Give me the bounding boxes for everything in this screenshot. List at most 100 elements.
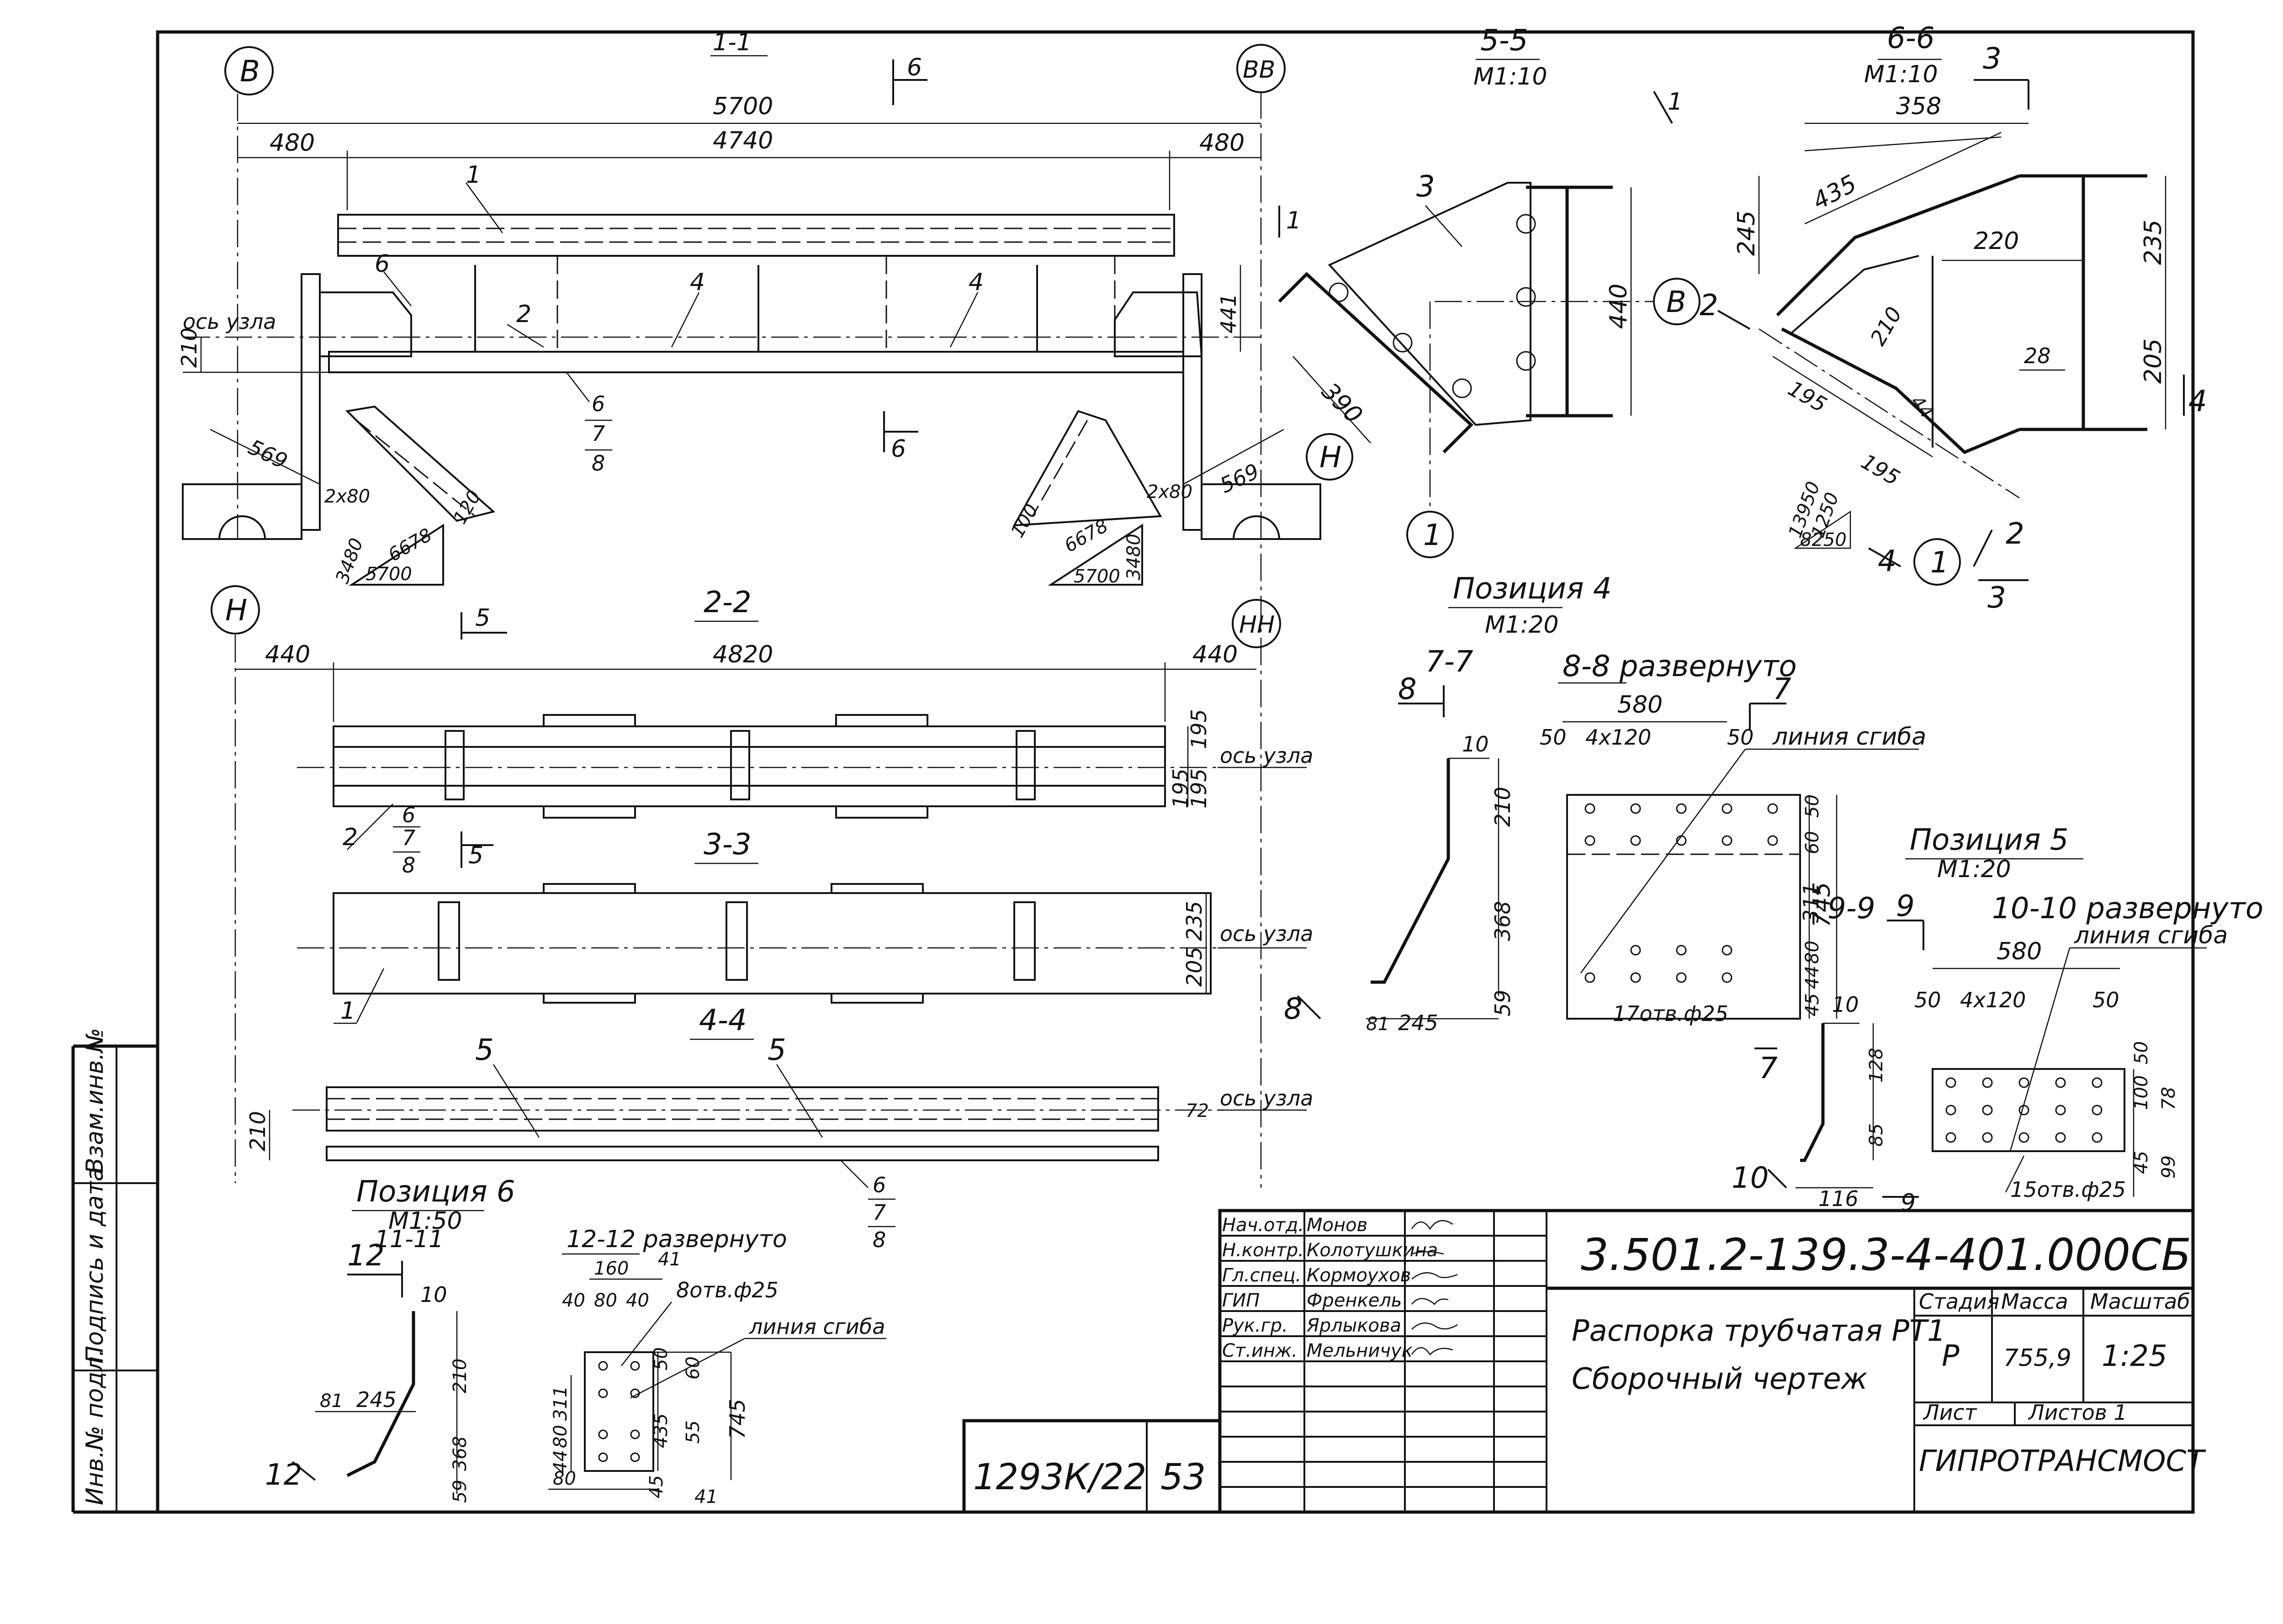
- s66-dim-205: 205: [2140, 339, 2167, 384]
- pos5-d4x120: 4x120: [1960, 988, 2026, 1012]
- pos6-d59: 59: [450, 1480, 471, 1503]
- s66-dim-28: 28: [2024, 344, 2051, 368]
- pos4-d580: 580: [1617, 691, 1663, 719]
- pos5-r78: 78: [2158, 1087, 2179, 1110]
- dim-480-right: 480: [1199, 129, 1245, 157]
- pos4-r45: 45: [1802, 993, 1823, 1016]
- s66-dim-435: 435: [1808, 170, 1861, 216]
- pos5-d50a: 50: [1914, 988, 1941, 1012]
- pos5-r100: 100: [2131, 1075, 2152, 1110]
- pos6-d160: 160: [594, 1258, 629, 1279]
- dim-569-right: 569: [1216, 459, 1263, 498]
- pos4-d81: 81: [1366, 1014, 1389, 1035]
- pos5-r45: 45: [2131, 1151, 2152, 1174]
- pos4-r311: 311: [1799, 883, 1823, 923]
- s55-node-1: 1: [1423, 518, 1442, 552]
- s22-node-axis: ось узла: [1220, 743, 1313, 768]
- pos4-r44: 44: [1802, 966, 1823, 989]
- s66-cut-3-top: 3: [1983, 42, 2002, 76]
- pos5-holes: 15отв.ф25: [2010, 1177, 2126, 1202]
- pos6-d80: 80: [594, 1290, 617, 1311]
- side-inv: Инв.№ подл.: [81, 1349, 109, 1505]
- s22-frac-7: 7: [402, 825, 415, 850]
- axis-n-label: Н: [225, 594, 247, 628]
- staff-name-3: Кормоухов: [1307, 1265, 1411, 1286]
- section-2-2: Н НН 2-2 5 5 440 4820 440 195 195 195 ос…: [211, 585, 1313, 1183]
- s55-axis-n: Н: [1319, 441, 1341, 475]
- s55-dim-390: 390: [1316, 378, 1368, 429]
- s55-label: 5-5: [1480, 24, 1528, 58]
- pos-6-label: 6: [375, 250, 390, 278]
- s66-dim-8250: 8250: [1800, 529, 1847, 550]
- title-block: Нач.отд. Монов Н.контр. Колотушкина Гл.с…: [962, 1209, 2206, 1514]
- s55-scale: М1:10: [1473, 63, 1547, 90]
- pos6-r60: 60: [683, 1356, 704, 1380]
- pos4-cut-7-bottom: 7: [1759, 1052, 1778, 1085]
- frac-6: 6: [592, 391, 605, 416]
- pos-1-label: 1: [466, 161, 481, 189]
- cut-1-side: 1: [1286, 207, 1301, 234]
- dim-480-left: 480: [270, 129, 315, 157]
- s66-scale: М1:10: [1864, 61, 1938, 88]
- side-replace: Взам.инв.№: [81, 1028, 109, 1174]
- s66-cut-2-bottom: 2: [2006, 517, 2024, 551]
- node-axis-11: ось узла: [183, 309, 276, 334]
- s66-dim-358: 358: [1896, 93, 1941, 120]
- pos4-r50: 50: [1802, 794, 1823, 818]
- pos6-cut-12-bottom: 12: [265, 1458, 302, 1492]
- s22-dim-195b: 195: [1187, 768, 1211, 809]
- pos4-r745: 745: [1808, 882, 1836, 927]
- tri-left-6678: 6678: [385, 524, 435, 566]
- side-sign: Подпись и дата: [81, 1167, 109, 1364]
- s44-dim-72: 72: [1186, 1100, 1209, 1121]
- pos6-r311: 311: [550, 1386, 571, 1421]
- pos6-d81: 81: [320, 1391, 343, 1412]
- pos-4b-label: 4: [969, 269, 984, 296]
- s44-frac-7: 7: [873, 1200, 886, 1225]
- stage-header: Стадия: [1919, 1289, 1999, 1314]
- dim-120-left: 120: [450, 487, 485, 528]
- pos5-scale: М1:20: [1937, 856, 2011, 883]
- s33-node-axis: ось узла: [1220, 921, 1313, 946]
- pos4-cut-7: 7: [1773, 672, 1791, 706]
- pos4-holes: 17отв.ф25: [1613, 1001, 1728, 1026]
- pos6-d368: 368: [450, 1436, 471, 1471]
- s66-cut-4-right: 4: [2188, 385, 2207, 418]
- s66-dim-210: 210: [1865, 302, 1907, 349]
- staff-role-4: ГИП: [1222, 1290, 1260, 1311]
- pos6-b41: 41: [694, 1486, 718, 1508]
- staff-role-6: Ст.инж.: [1222, 1340, 1298, 1361]
- section-3-3: 3-3 235 205 ось узла 1: [297, 828, 1313, 1025]
- pos4-title: Позиция 4: [1453, 572, 1612, 606]
- s22-label: 2-2: [704, 586, 752, 619]
- pos4-d85: 85: [1866, 1123, 1887, 1147]
- s66-node-1: 1: [1930, 546, 1949, 580]
- stage-value: Р: [1942, 1339, 1960, 1373]
- pos4-d116: 116: [1818, 1186, 1859, 1211]
- staff-name-1: Монов: [1307, 1215, 1367, 1236]
- scale-value: 1:25: [2102, 1339, 2167, 1373]
- pos6-title: Позиция 6: [356, 1175, 515, 1209]
- tri-right-5700: 5700: [1074, 566, 1120, 587]
- position-4: Позиция 4 М1:20 7-7 8 10 210 368 59 81 2…: [1284, 572, 1926, 1217]
- s44-pos-5a: 5: [475, 1033, 494, 1067]
- section-6-6: 6-6 М1:10 3 358 435 245 235 205 220 210 …: [1700, 21, 2207, 615]
- pos6-s1111: 11-11: [375, 1226, 444, 1253]
- pos5-d50b: 50: [2092, 988, 2119, 1012]
- pos6-b45: 45: [646, 1475, 667, 1498]
- company-name: ГИПРОТРАНСМОСТ: [1919, 1444, 2206, 1478]
- s44-label: 4-4: [699, 1004, 747, 1037]
- pos6-d10: 10: [420, 1282, 447, 1307]
- pos6-b80: 80: [553, 1468, 576, 1489]
- title-line-1: Распорка трубчатая РТ1: [1572, 1314, 1946, 1348]
- dim-210: 210: [177, 328, 201, 368]
- signatures: [1411, 1220, 1458, 1355]
- pos4-d10: 10: [1462, 732, 1489, 756]
- pos6-bend: линия сгиба: [749, 1314, 885, 1339]
- section-4-4: 4-4 210 72 ось узла 5 5 6 7 8: [245, 1004, 1313, 1252]
- pos5-title: Позиция 5: [1910, 823, 2069, 857]
- pos6-r435: 435: [651, 1413, 672, 1448]
- pos4-cut-8: 8: [1398, 672, 1417, 706]
- staff-name-2: Колотушкина: [1307, 1240, 1438, 1261]
